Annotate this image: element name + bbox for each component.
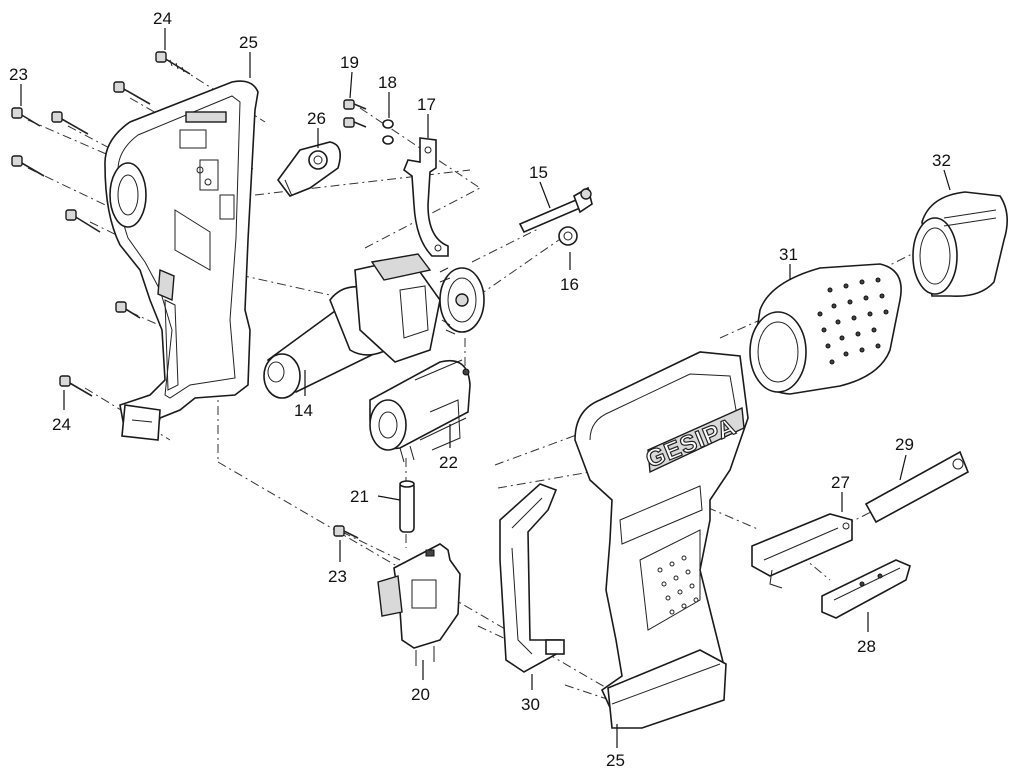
label-32: 32 (932, 151, 951, 170)
part-labels: 24 25 23 19 18 17 26 15 32 16 31 14 24 2… (9, 9, 951, 770)
label-25-bottom: 25 (606, 751, 625, 770)
label-17: 17 (417, 95, 436, 114)
label-22: 22 (439, 453, 458, 472)
label-29: 29 (895, 435, 914, 454)
label-30: 30 (521, 695, 540, 714)
leader-lines (20, 28, 951, 748)
label-31: 31 (779, 245, 798, 264)
label-26: 26 (307, 109, 326, 128)
motor-22 (369, 359, 471, 463)
handle-cover-30 (499, 483, 565, 673)
sleeve-31 (749, 263, 902, 395)
label-14: 14 (294, 401, 313, 420)
ring-32 (912, 191, 1008, 298)
screws-19 (343, 99, 367, 128)
screw-24-top (155, 51, 191, 75)
jaw-housing-27 (751, 513, 853, 589)
label-25-top: 25 (239, 33, 258, 52)
label-27: 27 (831, 473, 850, 492)
screw-row (11, 81, 151, 397)
washers-18 (382, 119, 394, 145)
drive-unit-14 (263, 253, 485, 399)
housing-left-half (104, 80, 259, 441)
main-housing-25: GESIPA (574, 351, 749, 729)
switch-20 (377, 543, 461, 666)
nut-16 (558, 226, 578, 246)
label-21: 21 (350, 487, 369, 506)
label-19: 19 (340, 53, 359, 72)
perforation-dots (817, 277, 889, 365)
screw-23-bottom (333, 525, 359, 539)
label-23-bottom: 23 (328, 567, 347, 586)
clip-26 (277, 141, 341, 197)
pin-21 (399, 480, 415, 533)
pin-15 (518, 186, 593, 234)
label-15: 15 (529, 163, 548, 182)
label-28: 28 (857, 637, 876, 656)
bracket-17 (403, 137, 449, 257)
jaw-28 (821, 559, 911, 619)
label-23-top: 23 (9, 65, 28, 84)
label-18: 18 (378, 73, 397, 92)
label-20: 20 (411, 685, 430, 704)
grip-dots (657, 555, 699, 615)
label-24-bottom: 24 (52, 415, 71, 434)
label-24-top: 24 (153, 9, 172, 28)
label-16: 16 (560, 275, 579, 294)
plate-29 (864, 450, 970, 524)
